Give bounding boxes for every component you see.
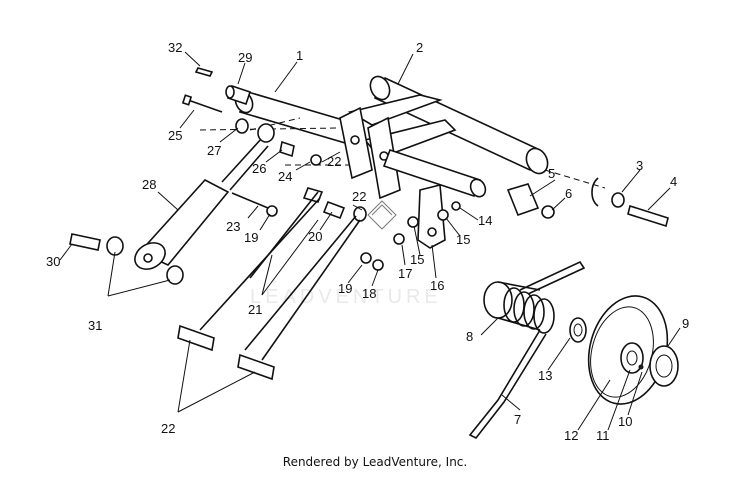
- callout-31: 31: [88, 318, 102, 333]
- callout-11: 11: [596, 428, 610, 443]
- watermark: LEADVENTURE: [250, 200, 442, 308]
- callout-8: 8: [466, 329, 473, 344]
- footer-credit: Rendered by LeadVenture, Inc.: [282, 455, 468, 469]
- callout-5: 5: [548, 166, 555, 181]
- callout-22c: 22: [161, 421, 175, 436]
- callout-labels: 1 2 3 4 5 6 7 8 9 10 11 12 13 14 15 15 1…: [46, 40, 689, 443]
- callout-10: 10: [618, 414, 632, 429]
- callout-18: 18: [362, 286, 376, 301]
- callout-15b: 15: [410, 252, 424, 267]
- callout-17: 17: [398, 266, 412, 281]
- watermark-logo-icon: [367, 200, 397, 230]
- watermark-text: LEADVENTURE: [250, 286, 442, 308]
- callout-14: 14: [478, 213, 492, 228]
- callout-25: 25: [168, 128, 182, 143]
- callout-15a: 15: [456, 232, 470, 247]
- callout-22b: 22: [352, 189, 366, 204]
- callout-6: 6: [565, 186, 572, 201]
- callout-21: 21: [248, 302, 262, 317]
- hardware-parts: [69, 67, 669, 381]
- callout-1: 1: [296, 48, 303, 63]
- callout-7: 7: [514, 412, 521, 427]
- callout-19a: 19: [338, 281, 352, 296]
- callout-3: 3: [636, 158, 643, 173]
- callout-24: 24: [278, 169, 292, 184]
- callout-2: 2: [416, 40, 423, 55]
- callout-27: 27: [207, 143, 221, 158]
- callout-9: 9: [682, 316, 689, 331]
- callout-30: 30: [46, 254, 60, 269]
- callout-22a: 22: [327, 154, 341, 169]
- callout-29: 29: [238, 50, 252, 65]
- callout-32: 32: [168, 40, 182, 55]
- callout-19b: 19: [244, 230, 258, 245]
- callout-26: 26: [252, 161, 266, 176]
- washer: [569, 317, 587, 343]
- callout-20: 20: [308, 229, 322, 244]
- torsion-spring: [468, 260, 586, 440]
- callout-28: 28: [142, 177, 156, 192]
- swing-arm-frame: [199, 75, 606, 249]
- callout-23: 23: [226, 219, 240, 234]
- shock-absorber: [134, 118, 275, 270]
- idler-wheel: [587, 295, 669, 405]
- callout-4: 4: [670, 174, 677, 189]
- callout-16: 16: [430, 278, 444, 293]
- leader-lines: [59, 51, 681, 431]
- spring-wheel-assembly: [468, 260, 679, 440]
- callout-12: 12: [564, 428, 578, 443]
- bearing: [649, 345, 679, 387]
- callout-13: 13: [538, 368, 552, 383]
